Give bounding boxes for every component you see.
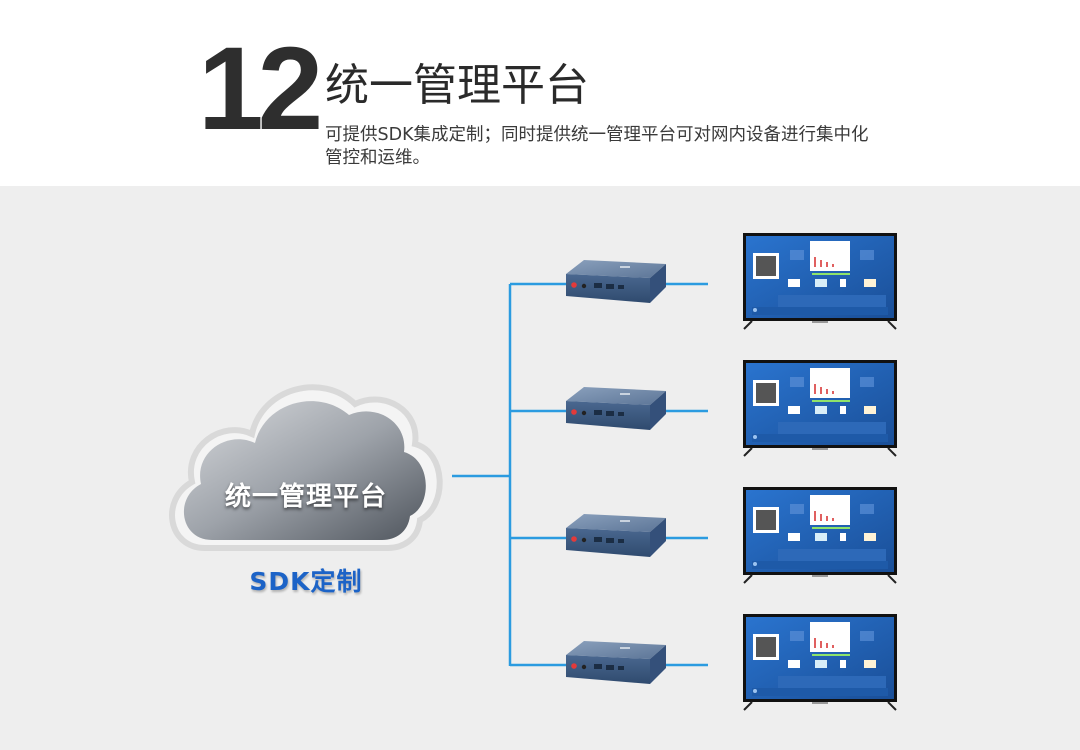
mini-pc-icon [566, 260, 666, 303]
section-number: 12 [198, 23, 323, 155]
cloud-label: 统一管理平台 [224, 482, 387, 512]
header: 12 统一管理平台 可提供SDK集成定制；同时提供统一管理平台可对网内设备进行集… [0, 0, 1080, 186]
description-line-2: 管控和运维。 [325, 148, 430, 168]
connection-lines [452, 284, 512, 666]
tv-screen-icon [743, 487, 897, 584]
devices [510, 233, 897, 711]
mini-pc-icon [566, 641, 666, 684]
tv-screen-icon [743, 233, 897, 330]
tv-screen-icon [743, 360, 897, 457]
description-line-1: 可提供SDK集成定制；同时提供统一管理平台可对网内设备进行集中化 [325, 125, 869, 145]
sdk-label: SDK定制 [249, 567, 363, 596]
description: 可提供SDK集成定制；同时提供统一管理平台可对网内设备进行集中化 管控和运维。 [325, 124, 965, 170]
mini-pc-icon [566, 514, 666, 557]
mini-pc-icon [566, 387, 666, 430]
page-title: 统一管理平台 [325, 60, 589, 111]
cloud-icon [169, 384, 443, 551]
diagram-stage [0, 186, 1080, 750]
tv-screen-icon [743, 614, 897, 711]
